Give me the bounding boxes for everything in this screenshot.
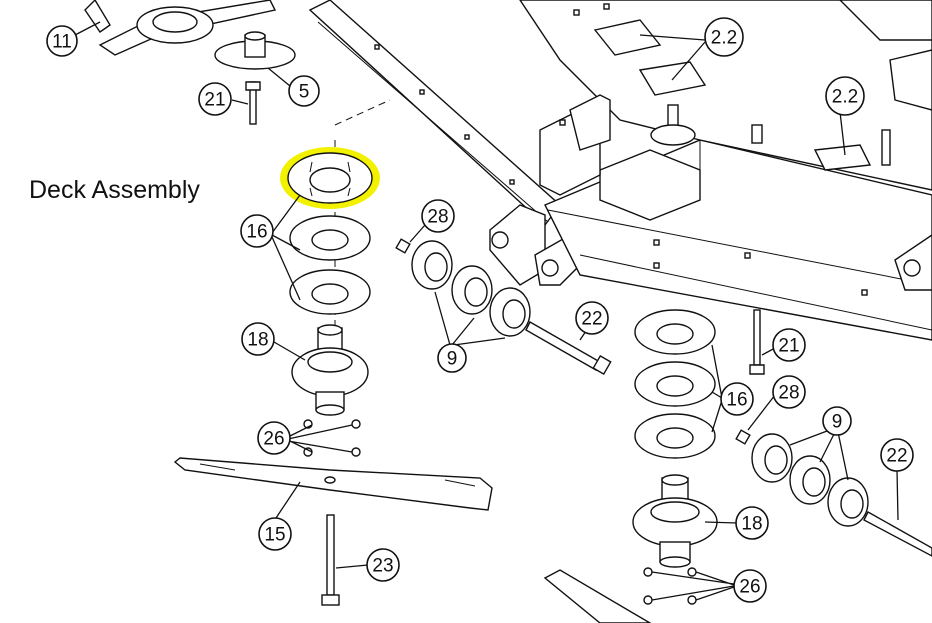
leader-lines [74, 21, 899, 601]
svg-text:21: 21 [778, 336, 799, 357]
callout-28-right: 28 [772, 375, 806, 409]
callout-26-right: 26 [733, 569, 767, 603]
svg-text:18: 18 [247, 330, 268, 351]
nuts-right [643, 567, 697, 605]
callout-28-left: 28 [421, 199, 455, 233]
callout-2-2-top: 2.2 [704, 17, 744, 57]
callout-11: 11 [46, 25, 78, 57]
svg-text:22: 22 [581, 309, 602, 330]
callout-23: 23 [366, 548, 400, 582]
callout-9-left: 9 [437, 343, 467, 373]
svg-text:26: 26 [739, 577, 760, 598]
svg-text:23: 23 [372, 556, 393, 577]
callout-22-left: 22 [575, 301, 609, 335]
callout-18-right: 18 [735, 506, 769, 540]
callout-21: 21 [198, 82, 232, 116]
svg-text:2.2: 2.2 [832, 87, 858, 108]
svg-text:16: 16 [726, 390, 747, 411]
svg-text:28: 28 [427, 207, 448, 228]
svg-text:21: 21 [204, 90, 225, 111]
callout-21-right: 21 [772, 328, 806, 362]
svg-text:9: 9 [832, 412, 843, 433]
svg-text:11: 11 [52, 32, 72, 53]
blade-left [173, 457, 493, 511]
bolt-22-right [863, 511, 932, 557]
spacer-stack-left [289, 215, 371, 315]
spacer-stack-right [634, 309, 716, 459]
svg-text:26: 26 [263, 429, 284, 450]
deck-frame [308, 0, 932, 341]
callout-9-right: 9 [822, 406, 852, 436]
spindle-left [291, 324, 369, 416]
callout-18-left: 18 [241, 322, 275, 356]
callout-2-2-right: 2.2 [825, 76, 865, 116]
callout-16-left: 16 [240, 214, 274, 248]
callout-16-right: 16 [720, 382, 754, 416]
svg-text:2.2: 2.2 [711, 28, 737, 49]
idler-pulleys-right [735, 429, 932, 557]
spindle-right [632, 474, 718, 568]
callout-26-left: 26 [257, 421, 291, 455]
svg-text:15: 15 [264, 525, 285, 546]
svg-text:28: 28 [778, 383, 799, 404]
svg-text:16: 16 [246, 222, 267, 243]
highlighted-washer[interactable] [280, 147, 380, 209]
bolt-21-right [753, 309, 761, 366]
svg-text:9: 9 [447, 349, 458, 370]
callout-15: 15 [258, 517, 292, 551]
callout-22-right: 22 [880, 438, 914, 472]
page-title: Deck Assembly [29, 176, 200, 204]
bolt-23 [321, 514, 340, 606]
nuts-left [303, 419, 361, 457]
svg-text:5: 5 [299, 82, 310, 103]
svg-text:22: 22 [886, 446, 907, 467]
callout-5: 5 [288, 75, 320, 107]
svg-text:18: 18 [741, 514, 762, 535]
blade-right [543, 569, 652, 623]
idler-pulleys-left [395, 238, 612, 376]
idler-pulley-assembly [84, 0, 296, 125]
